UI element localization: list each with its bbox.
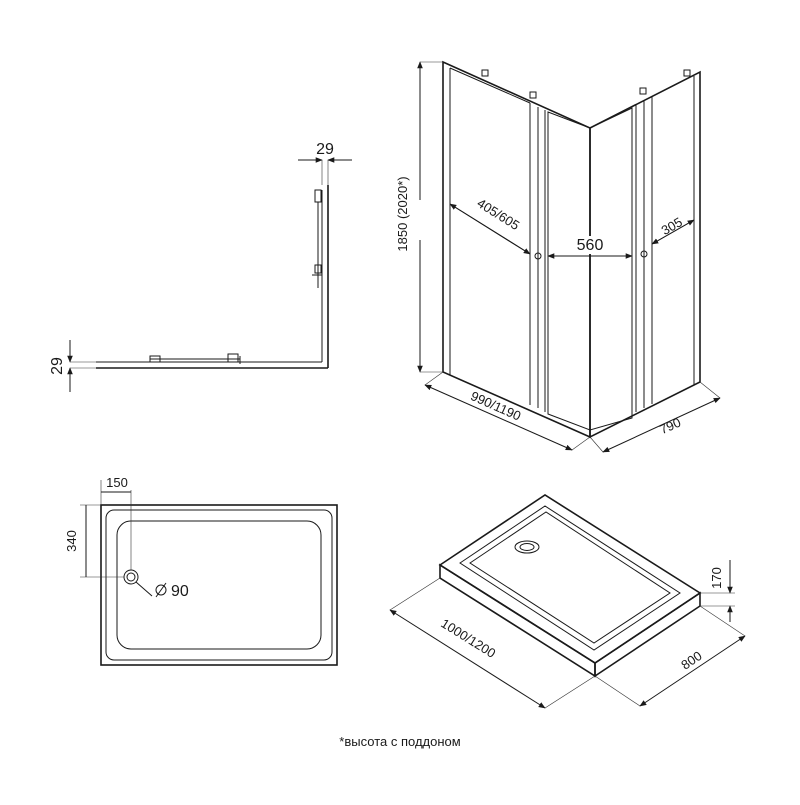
dim-tray-height: 170	[709, 567, 724, 589]
tray-3d-view: 1000/1200 800 170	[389, 494, 746, 709]
dim-width: 990/1190	[468, 388, 523, 423]
dim-side-door: 305	[659, 214, 685, 238]
dim-drain-offset-y: 340	[64, 530, 79, 552]
dim-bottom-gap: 29	[49, 357, 66, 375]
dim-height-note: (2020*)	[395, 176, 410, 219]
diameter-symbol-icon	[155, 582, 167, 598]
dim-center-door: 560	[577, 237, 604, 254]
tray-top-view: 150 340 90	[64, 475, 338, 666]
dim-drain-diameter: 90	[171, 583, 189, 600]
dim-tray-length: 1000/1200	[438, 616, 498, 661]
dim-tray-width: 800	[678, 648, 704, 673]
footnote: *высота с поддоном	[339, 734, 461, 749]
top-view: 29 29	[49, 141, 352, 392]
dim-depth: 790	[657, 415, 683, 438]
svg-text:1850 (2020*): 1850 (2020*)	[395, 176, 410, 251]
dim-drain-offset-x: 150	[106, 475, 128, 490]
cabin-view: 1850 (2020*) 405/605 560 305 990/1190 79…	[395, 60, 721, 453]
dim-door-span: 405/605	[474, 195, 522, 233]
dim-height: 1850	[395, 223, 410, 252]
dim-side-gap: 29	[316, 141, 334, 158]
